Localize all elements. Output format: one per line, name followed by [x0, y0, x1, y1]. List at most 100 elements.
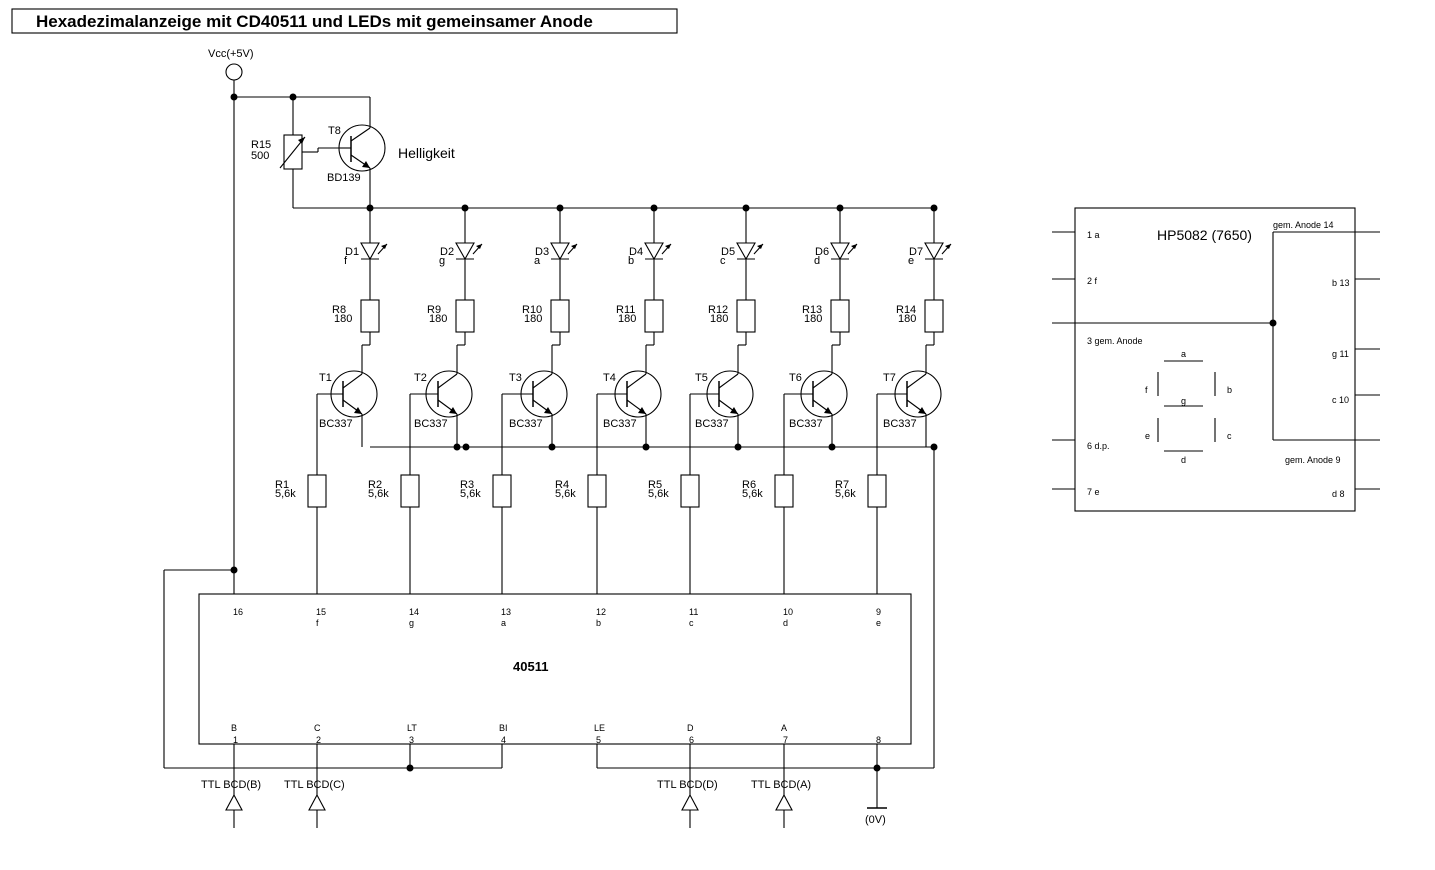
led-d2 — [455, 242, 475, 261]
segment-label: a — [1181, 349, 1186, 359]
led-label: D3 — [535, 246, 549, 258]
transistor-label: T5 — [695, 372, 708, 384]
led-d1 — [360, 242, 380, 261]
display-pin-label: g 11 — [1332, 349, 1349, 359]
led-segment-label: a — [534, 255, 541, 267]
resistor-r8 — [360, 299, 380, 333]
led-label: D7 — [909, 246, 923, 258]
resistor-label: R13 — [802, 304, 822, 316]
transistor-emitter-arrow — [824, 407, 832, 414]
display-pin-label: gem. Anode 14 — [1273, 220, 1334, 230]
input-3: TTL BCD(D) — [657, 744, 718, 828]
ic-pin-number: 2 — [316, 735, 321, 745]
ic-pin-name: b — [596, 618, 601, 628]
ic-pin-number: 12 — [596, 607, 606, 617]
display-pin-label: 2 f — [1087, 276, 1098, 286]
led-arrow-head — [476, 244, 482, 249]
resistor-r7 — [867, 474, 887, 508]
ic-pin-number: 7 — [783, 735, 788, 745]
led-d3 — [550, 242, 570, 261]
led-arrow-head — [665, 244, 671, 249]
resistor-value: 5,6k — [742, 488, 763, 500]
transistor-type: BC337 — [319, 418, 353, 430]
led-segment-label: e — [908, 255, 914, 267]
transistor-type: BC337 — [695, 418, 729, 430]
transistor-collector — [718, 373, 739, 389]
transistor-label: T6 — [789, 372, 802, 384]
transistor-emitter-arrow — [918, 407, 926, 414]
ic-pin-number: 4 — [501, 735, 506, 745]
ic-pin-number: 9 — [876, 607, 881, 617]
ic-pin-number: 6 — [689, 735, 694, 745]
ic-pin-name: f — [316, 618, 319, 628]
ic-pin-name: A — [781, 723, 787, 733]
transistor-type: BC337 — [603, 418, 637, 430]
led-segment-label: c — [720, 255, 726, 267]
transistor-type: BC337 — [414, 418, 448, 430]
led-label: D5 — [721, 246, 735, 258]
resistor-label: R6 — [742, 479, 756, 491]
transistor-label: T7 — [883, 372, 896, 384]
junction-dot — [406, 764, 414, 772]
resistor-label: R9 — [427, 304, 441, 316]
input-arrow — [775, 793, 793, 811]
transistor-emitter-arrow — [544, 407, 552, 414]
r15-value: 500 — [251, 150, 269, 162]
input-2: TTL BCD(C) — [284, 744, 345, 828]
ic-pin-name: C — [314, 723, 321, 733]
resistor-value: 5,6k — [275, 488, 296, 500]
ic-pin-name: LE — [594, 723, 605, 733]
resistor-r11 — [644, 299, 664, 333]
ic-pin-number: 11 — [689, 607, 698, 617]
led-segment-label: d — [814, 255, 820, 267]
junction-dot — [1269, 319, 1277, 327]
resistor-r10 — [550, 299, 570, 333]
led-segment-label: b — [628, 255, 634, 267]
t8-type: BD139 — [327, 172, 361, 184]
segment-label: f — [1145, 385, 1148, 395]
title-frame — [11, 8, 678, 34]
transistor-emitter-arrow — [354, 407, 362, 414]
input-4: TTL BCD(A) — [751, 744, 811, 828]
transistor-label: T4 — [603, 372, 616, 384]
input-label: TTL BCD(B) — [201, 779, 261, 791]
ic-pin-name: LT — [407, 723, 417, 733]
resistor-value: 180 — [710, 313, 728, 325]
resistor-label: R5 — [648, 479, 662, 491]
resistor-label: R8 — [332, 304, 346, 316]
ic-pin-name: g — [409, 618, 414, 628]
led-arrow-head — [381, 244, 387, 249]
ic-pin-name: e — [876, 618, 881, 628]
display-pin-label: 7 e — [1087, 487, 1100, 497]
vcc-terminal — [225, 63, 243, 81]
vcc-label: Vcc(+5V) — [208, 48, 254, 60]
ic-pin-name: D — [687, 723, 694, 733]
display-pin-label: 1 a — [1087, 230, 1100, 240]
segment-label: b — [1227, 385, 1232, 395]
transistor-collector — [906, 373, 927, 389]
transistor-emitter-arrow — [449, 407, 457, 414]
transistor-type: BC337 — [789, 418, 823, 430]
led-driver-channels: D1fR8180T1BC337R15,6kD2gR9180T2BC337R25,… — [275, 204, 952, 594]
resistor-r12 — [736, 299, 756, 333]
resistor-label: R12 — [708, 304, 728, 316]
display-hp5082 — [1074, 207, 1356, 512]
resistor-r9 — [455, 299, 475, 333]
segment-label: e — [1145, 431, 1150, 441]
junction-dot — [230, 93, 238, 101]
transistor-collector — [342, 373, 363, 389]
led-label: D4 — [629, 246, 643, 258]
junction-dot — [873, 764, 881, 772]
resistor-value: 5,6k — [555, 488, 576, 500]
input-label: TTL BCD(D) — [657, 779, 718, 791]
resistor-r6 — [774, 474, 794, 508]
ic-pin-number: 8 — [876, 735, 881, 745]
led-label: D1 — [345, 246, 359, 258]
transistor-type: BC337 — [509, 418, 543, 430]
resistor-r1 — [307, 474, 327, 508]
segment-label: c — [1227, 431, 1232, 441]
transistor-label: T3 — [509, 372, 522, 384]
